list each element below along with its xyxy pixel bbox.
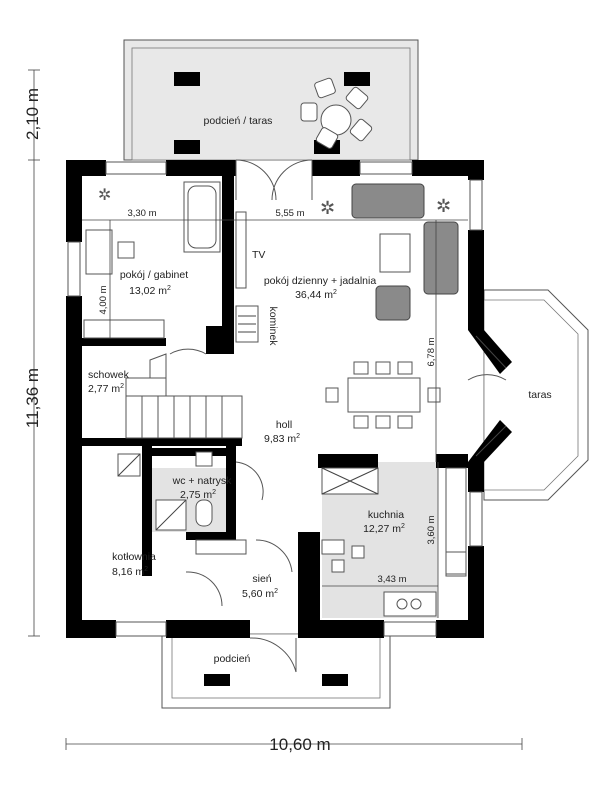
kitchen-furniture <box>321 467 467 617</box>
label-taras: taras <box>528 389 551 401</box>
label-podcien: podcień <box>214 653 251 665</box>
area-wc: 2,75 m2 <box>180 489 216 501</box>
area-sien: 5,60 m2 <box>242 588 278 600</box>
pokoj-furniture: ✲ <box>83 181 221 339</box>
dim-pokoj-height: 4,00 m <box>98 285 109 314</box>
label-tv: TV <box>252 249 265 261</box>
dining-table <box>325 361 441 429</box>
area-holl: 9,83 m2 <box>264 433 300 445</box>
label-kuchnia: kuchnia <box>368 509 404 521</box>
bay-window <box>468 330 512 462</box>
dim-living-height: 6,78 m <box>426 337 437 366</box>
bay-terrace <box>483 289 589 501</box>
area-kuchnia: 12,27 m2 <box>363 523 405 535</box>
top-terrace <box>123 39 419 161</box>
label-holl: holl <box>276 419 292 431</box>
label-dzienny: pokój dzienny + jadalnia <box>264 275 377 287</box>
boiler-furniture <box>117 453 247 555</box>
doors <box>169 159 507 673</box>
label-kominek: kominek <box>267 306 279 346</box>
living-furniture: ✲ ✲ <box>320 183 459 321</box>
dimension-lines <box>28 69 523 750</box>
windows <box>67 161 483 637</box>
wc-furniture <box>155 451 213 531</box>
svg-text:✲: ✲ <box>436 196 451 217</box>
area-dzienny: 36,44 m2 <box>295 289 337 301</box>
dim-terrace-depth: 2,10 m <box>23 88 42 140</box>
label-schowek: schowek <box>88 369 130 381</box>
area-pokoj: 13,02 m2 <box>129 285 171 297</box>
dim-total-width: 10,60 m <box>269 735 330 754</box>
dim-total-height: 11,36 m <box>23 368 42 428</box>
dim-kitchen-height: 3,60 m <box>426 515 437 544</box>
svg-text:✲: ✲ <box>98 185 111 204</box>
area-schowek: 2,77 m2 <box>88 383 124 395</box>
label-wc: wc + natrysk <box>172 475 232 487</box>
dim-pokoj-width: 3,30 m <box>127 208 156 219</box>
interior-walls <box>82 176 468 632</box>
dim-kitchen-width: 3,43 m <box>377 574 406 585</box>
dim-living-width: 5,55 m <box>275 208 304 219</box>
label-pokoj: pokój / gabinet <box>120 269 188 281</box>
label-podcien-taras: podcień / taras <box>204 115 273 127</box>
area-kotlownia: 8,16 m2 <box>112 566 148 578</box>
label-sien: sień <box>252 573 271 585</box>
stairs <box>125 353 243 439</box>
svg-text:✲: ✲ <box>320 198 335 219</box>
tv-kominek <box>235 211 259 343</box>
terrace-table-set <box>300 77 373 149</box>
label-kotlownia: kotłownia <box>112 551 156 563</box>
